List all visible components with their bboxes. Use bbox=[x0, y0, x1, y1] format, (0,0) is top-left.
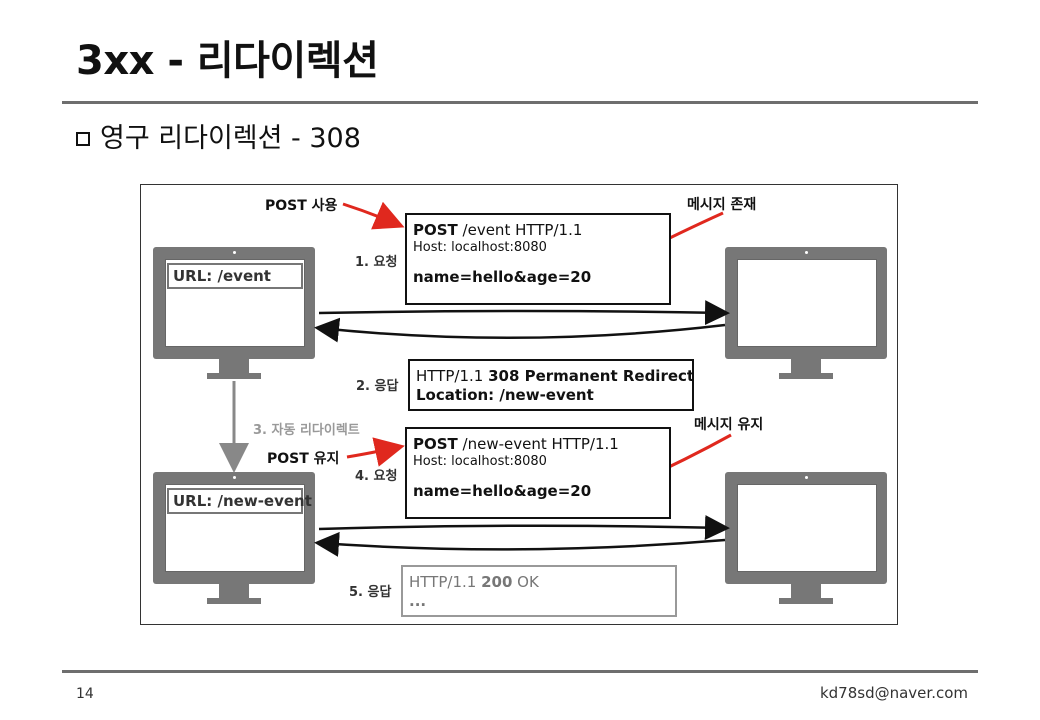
request2-method: POST bbox=[413, 435, 458, 453]
response2-ellipsis: ... bbox=[409, 591, 427, 610]
response1-status: 308 Permanent Redirect bbox=[488, 367, 695, 385]
response-arrow-top bbox=[314, 317, 726, 343]
url-bar-top: URL: /event bbox=[167, 263, 303, 289]
step3-label: 3. 자동 리다이렉트 bbox=[253, 423, 360, 438]
step5-label: 5. 응답 bbox=[349, 585, 392, 600]
request2-path: /new-event HTTP/1.1 bbox=[457, 435, 619, 453]
response2-prefix: HTTP/1.1 bbox=[409, 573, 482, 591]
response1-prefix: HTTP/1.1 bbox=[416, 367, 489, 385]
callout-message-exists: 메시지 존재 bbox=[687, 197, 757, 213]
request-message-2: POST /new-event HTTP/1.1 Host: localhost… bbox=[405, 427, 671, 519]
step1-label: 1. 요청 bbox=[355, 255, 398, 270]
author-email: kd78sd@naver.com bbox=[819, 684, 968, 702]
response1-location: Location: /new-event bbox=[416, 385, 594, 404]
subtitle: 영구 리다이렉션 - 308 bbox=[76, 116, 361, 155]
url-bar-bottom: URL: /new-event bbox=[167, 488, 312, 514]
response2-text: OK bbox=[512, 573, 539, 591]
callout-message-keep: 메시지 유지 bbox=[694, 417, 764, 433]
slide-title: 3xx - 리다이렉션 bbox=[76, 38, 379, 84]
request-arrow-top bbox=[318, 300, 730, 326]
request-message-1: POST /event HTTP/1.1 Host: localhost:808… bbox=[405, 213, 671, 305]
request2-host: Host: localhost:8080 bbox=[413, 453, 547, 469]
step4-label: 4. 요청 bbox=[355, 469, 398, 484]
callout-post-keep: POST 유지 bbox=[267, 451, 340, 467]
request1-body: name=hello&age=20 bbox=[413, 268, 592, 286]
bullet-square-icon bbox=[76, 132, 90, 146]
redirect-diagram: URL: /event URL: /new-event bbox=[140, 184, 898, 625]
subtitle-text: 영구 리다이렉션 - 308 bbox=[100, 123, 361, 154]
callout-post-use: POST 사용 bbox=[265, 198, 338, 214]
step2-label: 2. 응답 bbox=[356, 379, 399, 394]
response-arrow-bottom bbox=[314, 531, 726, 557]
request1-path: /event HTTP/1.1 bbox=[457, 221, 583, 239]
title-divider bbox=[62, 101, 978, 104]
callout-arrow-post-keep bbox=[346, 437, 405, 467]
page-number: 14 bbox=[76, 686, 94, 702]
response-message-2: HTTP/1.1 200 OK ... bbox=[401, 565, 677, 617]
request1-method: POST bbox=[413, 221, 458, 239]
request1-host: Host: localhost:8080 bbox=[413, 239, 547, 255]
footer-divider bbox=[62, 670, 978, 673]
callout-arrow-post-use bbox=[342, 201, 405, 230]
response2-code: 200 bbox=[481, 573, 513, 591]
request2-body: name=hello&age=20 bbox=[413, 482, 592, 500]
request-arrow-bottom bbox=[318, 515, 730, 541]
response-message-1: HTTP/1.1 308 Permanent Redirect Location… bbox=[408, 359, 694, 411]
